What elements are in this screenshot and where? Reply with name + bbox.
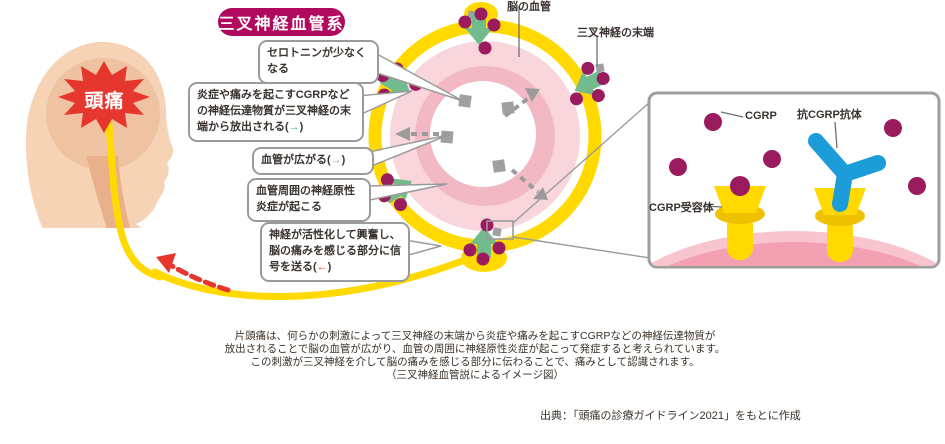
anti-cgrp-antibody (808, 133, 886, 212)
label-leader-lines (518, 6, 598, 66)
callout-vasodilation-close: ) (341, 154, 346, 166)
receptor-label: CGRP受容体 (649, 202, 714, 214)
callout-cgrp-release-close: ) (299, 120, 304, 133)
callout-signal-text: 神経が活性化して興奮し、脳の痛みを感じる部分に信号を送る( (269, 229, 401, 273)
caption-line-4: （三叉神経血管説によるイメージ図） (386, 369, 564, 381)
callout-cgrp-release-text: 炎症や痛みを起こすCGRPなどの神経伝達物質が三叉神経の末端から放出される( (197, 89, 351, 133)
green-release-arrow: → (288, 120, 300, 133)
pain-signal-arrow-line (169, 263, 231, 293)
serotonin-squares (440, 10, 605, 237)
caption-line-3: この刺激が三叉神経を介して脳の痛みを感じる部分に伝わることで、痛みとして認識され… (250, 356, 700, 368)
trigeminal-nerve-head-segment (103, 98, 164, 281)
callout-serotonin-text: セロトニンが少なくなる (267, 47, 366, 75)
callout-vasodilation: 血管が広がる(→) (252, 147, 374, 175)
callout-signal-close: ) (327, 260, 332, 273)
magnifier-source-box (486, 220, 514, 240)
antibody-label: 抗CGRP抗体 (797, 109, 862, 121)
figure-caption: 片頭痛は、何らかの刺激によって三叉神経の末端から炎症や痛みを起こすCGRPなどの… (205, 330, 745, 382)
diagram-title-badge: 三叉神経血管系 (218, 8, 345, 36)
caption-line-2: 放出されることで脳の血管が広がり、血管の周囲に神経原性炎症が起こって発症すると考… (224, 343, 726, 355)
headache-label: 頭痛 (84, 91, 125, 112)
callout-vasodilation-text: 血管が広がる( (261, 154, 331, 166)
cgrp-receptor-right (814, 188, 866, 262)
pain-signal-arrowhead (156, 253, 176, 273)
callout-inflammation-text: 血管周囲の神経原性炎症が起こる (256, 185, 355, 213)
vessel-label: 脳の血管 (507, 1, 551, 13)
cgrp-release-cluster-bottom (463, 218, 506, 266)
vasodilation-arrows (395, 88, 548, 200)
callout-inflammation: 血管周囲の神経原性炎症が起こる (247, 178, 371, 222)
gray-dilate-arrow: → (330, 154, 342, 166)
callout-cgrp-release: 炎症や痛みを起こすCGRPなどの神経伝達物質が三叉神経の末端から放出される(→) (188, 82, 364, 142)
cgrp-release-cluster-top-right (569, 61, 610, 106)
trigeminal-nerve-sweep (151, 254, 474, 300)
cgrp-molecule-bound (730, 176, 750, 196)
caption-line-1: 片頭痛は、何らかの刺激によって三叉神経の末端から炎症や痛みを起こすCGRPなどの… (234, 330, 716, 342)
inset-box (647, 91, 941, 269)
callout-pointer-tails (356, 52, 464, 257)
nerve-ending-label: 三叉神経の末端 (577, 27, 654, 39)
callout-serotonin: セロトニンが少なくなる (258, 40, 379, 84)
magnifier-connector-lines (512, 101, 651, 259)
cgrp-release-cluster-top (458, 7, 501, 55)
source-credit: 出典：「頭痛の診療ガイドライン2021」をもとに作成 (540, 410, 801, 422)
cgrp-label: CGRP (745, 110, 777, 122)
shoulder-block (22, 228, 178, 292)
callout-signal: 神経が活性化して興奮し、脳の痛みを感じる部分に信号を送る(←) (260, 222, 410, 282)
red-signal-arrow: ← (316, 260, 328, 273)
cgrp-molecules-free (669, 113, 926, 195)
inset-leader-lines (703, 111, 838, 208)
headache-burst (58, 61, 150, 133)
cgrp-receptor-left (714, 176, 766, 260)
